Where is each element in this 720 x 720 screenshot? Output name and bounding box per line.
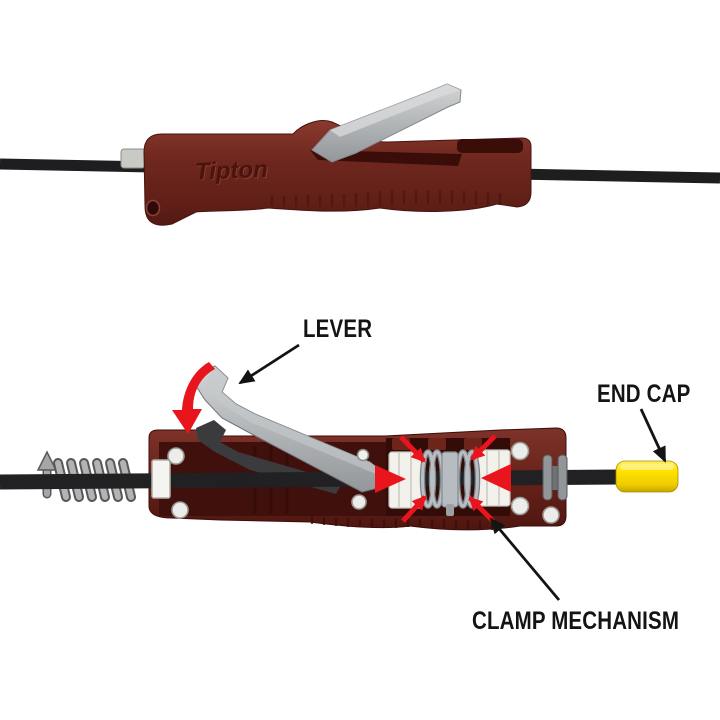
leader-arrow-clamp-mechanism: [489, 517, 561, 601]
lanyard-hole: [145, 199, 161, 217]
clamp-collet-nub: [446, 504, 454, 516]
label-clamp-mechanism: CLAMP MECHANISM: [472, 607, 680, 635]
spring-direction-arrow: [36, 450, 58, 471]
rod-entry-bushing: [120, 148, 146, 169]
force-arrow-top-right: [470, 434, 497, 461]
grip-ribs: [270, 190, 502, 207]
clamp-collet: [441, 451, 459, 508]
cutaway-view: [0, 362, 679, 531]
leader-arrow-lever: [238, 343, 300, 385]
force-arrow-bottom-right: [468, 496, 495, 523]
lever-pivot-pin: [356, 448, 370, 462]
screw-posts: [167, 441, 560, 524]
cleaning-rod-bottom: [0, 469, 621, 490]
force-arrow-right: [481, 464, 511, 492]
svg-text:Tipton: Tipton: [196, 157, 270, 187]
label-end-cap: END CAP: [597, 380, 691, 408]
rod-exit-bushing: [542, 454, 568, 501]
label-lever: LEVER: [303, 315, 373, 343]
lever-raised-facet: [205, 366, 383, 474]
force-arrow-left: [375, 465, 406, 493]
force-arrow-top-left: [399, 435, 426, 463]
svg-text:Tipton: Tipton: [195, 156, 269, 186]
lever-top-facet: [330, 84, 461, 137]
clamp-mechanism: [375, 434, 511, 523]
force-arrow-bottom-left: [401, 495, 427, 523]
rod-guide-ring: [151, 459, 171, 499]
brand-embossed-text: Tipton Tipton: [195, 156, 270, 187]
clamp-force-arrows: [375, 434, 511, 523]
leader-arrow-end-cap: [639, 408, 667, 463]
device-body: [143, 120, 532, 226]
end-cap: [615, 460, 679, 493]
leader-arrows: [238, 343, 667, 601]
lever-rest-slot: [457, 139, 523, 153]
lever-motion-arrow: [172, 362, 215, 434]
assembled-view: Tipton Tipton: [0, 83, 720, 226]
